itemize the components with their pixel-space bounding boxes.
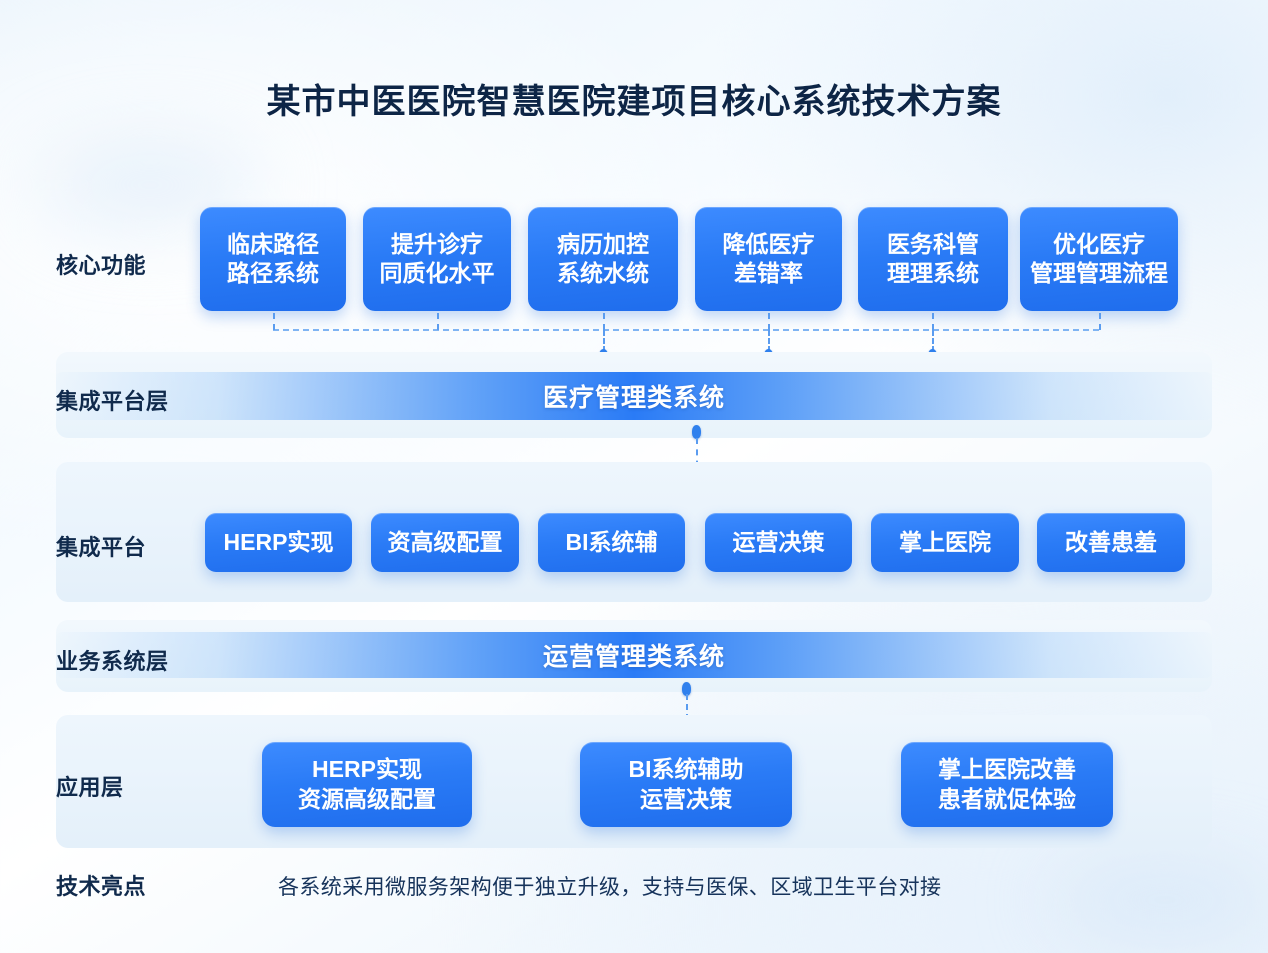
core-card-4[interactable]: 降低医疗 差错率 — [695, 207, 842, 311]
integration-layer-bar-text: 医疗管理类系统 — [542, 384, 725, 412]
footer-label: 技术亮点 — [56, 874, 147, 899]
background-blob-right — [1050, 860, 1268, 940]
platform-card-4[interactable]: 运营决策 — [705, 513, 852, 572]
application-card-2[interactable]: BI系统辅助 运营决策 — [580, 742, 792, 827]
connector-drop-core-3 — [603, 330, 605, 352]
core-card-6[interactable]: 优化医疗 管理管理流程 — [1020, 207, 1178, 311]
connector-stub-core-5 — [932, 313, 934, 330]
business-layer-bar: 运营管理类系统 — [56, 632, 1212, 678]
core-card-1[interactable]: 临床路径 路径系统 — [200, 207, 346, 311]
connector-drop-core-4 — [768, 330, 770, 352]
row-label-integration-layer: 集成平台层 — [56, 389, 169, 414]
page-title: 某市中医医院智慧医院建项目核心系统技术方案 — [266, 83, 1002, 121]
platform-card-5[interactable]: 掌上医院 — [871, 513, 1019, 572]
connector-drop-core-5 — [932, 330, 934, 352]
integration-layer-bar: 医疗管理类系统 — [56, 372, 1212, 420]
footer-text: 各系统采用微服务架构便于独立升级，支持与医保、区域卫生平台对接 — [278, 876, 942, 899]
connector-stub-core-2 — [437, 313, 439, 330]
row-label-application-layer: 应用层 — [56, 775, 124, 800]
connector-stub-core-6 — [1099, 313, 1101, 330]
application-card-3[interactable]: 掌上医院改善 患者就促体验 — [901, 742, 1113, 827]
core-card-3[interactable]: 病历加控 系统水统 — [528, 207, 678, 311]
platform-card-3[interactable]: BI系统辅 — [538, 513, 685, 572]
business-layer-bar-text: 运营管理类系统 — [542, 643, 725, 671]
connector-bus-core — [273, 329, 1099, 331]
connector-stub-core-3 — [603, 313, 605, 330]
platform-card-1[interactable]: HERP实现 — [205, 513, 352, 572]
connector-stub-core-4 — [768, 313, 770, 330]
core-card-2[interactable]: 提升诊疗 同质化水平 — [363, 207, 511, 311]
platform-card-6[interactable]: 改善患羞 — [1037, 513, 1185, 572]
row-label-core-functions: 核心功能 — [56, 253, 147, 278]
page-title-wrap: 某市中医医院智慧医院建项目核心系统技术方案 — [0, 74, 1268, 123]
platform-card-2[interactable]: 资高级配置 — [371, 513, 519, 572]
connector-stub-core-1 — [273, 313, 275, 330]
core-card-5[interactable]: 医务科管 理理系统 — [858, 207, 1008, 311]
application-card-1[interactable]: HERP实现 资源高级配置 — [262, 742, 472, 827]
row-label-business-layer: 业务系统层 — [56, 649, 169, 674]
row-label-integration-platform: 集成平台 — [56, 535, 147, 560]
